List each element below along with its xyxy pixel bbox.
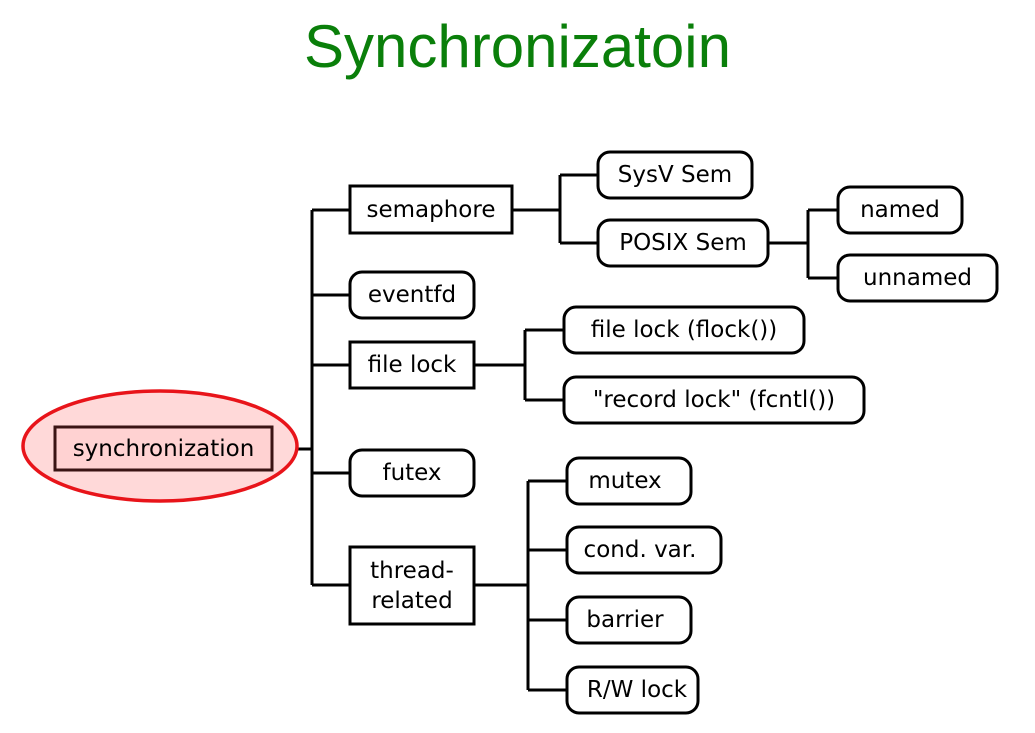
node-flock-group: file lock (flock()): [562, 305, 806, 355]
node-flock-box: [562, 305, 806, 355]
node-posix-sem-box: [596, 218, 770, 268]
node-sysv-sem-group: SysV Sem: [596, 150, 754, 200]
node-cond-var: cond. var.: [584, 537, 697, 563]
node-rw-lock-group: R/W lock: [565, 665, 700, 715]
node-barrier-group: barrier: [565, 595, 693, 645]
node-thread-related-line1: thread-: [370, 558, 454, 584]
node-named: named: [860, 197, 940, 223]
node-rw-lock: R/W lock: [587, 677, 688, 703]
root-node: synchronization: [21, 389, 299, 503]
node-synchronization: synchronization: [73, 436, 255, 462]
node-mutex-group: mutex: [565, 456, 693, 506]
node-eventfd-group: eventfd: [348, 270, 476, 320]
node-semaphore: semaphore: [367, 197, 496, 223]
node-mutex-box: [565, 456, 693, 506]
node-sysv-sem: SysV Sem: [618, 162, 732, 188]
node-posix-sem-group: POSIX Sem: [596, 218, 770, 268]
node-sysv-sem-box: [596, 150, 754, 200]
node-thread-related-group: thread- related: [348, 545, 476, 626]
node-unnamed-box: [836, 253, 999, 303]
node-barrier-box: [565, 595, 693, 645]
node-eventfd-box: [348, 270, 476, 320]
root-box: [53, 425, 274, 472]
node-named-box: [836, 185, 964, 235]
node-posix-sem: POSIX Sem: [619, 230, 747, 256]
node-file-lock-box: [348, 340, 476, 390]
node-barrier: barrier: [586, 607, 664, 633]
node-futex-box: [348, 448, 476, 498]
node-file-lock-group: file lock: [348, 340, 476, 390]
node-flock: file lock (flock()): [591, 317, 778, 343]
node-semaphore-box: [348, 184, 514, 235]
node-futex: futex: [382, 460, 441, 486]
node-record-lock: "record lock" (fcntl()): [593, 387, 835, 413]
node-cond-var-group: cond. var.: [565, 525, 723, 575]
diagram-title: Synchronizatoin: [304, 13, 731, 80]
node-futex-group: futex: [348, 448, 476, 498]
node-mutex: mutex: [588, 468, 661, 494]
node-semaphore-group: semaphore: [348, 184, 514, 235]
node-cond-var-box: [565, 525, 723, 575]
node-record-lock-group: "record lock" (fcntl()): [562, 375, 866, 425]
connector-lines: [272, 173, 838, 692]
node-thread-related-line2: related: [371, 588, 452, 614]
node-eventfd: eventfd: [368, 282, 456, 308]
node-unnamed: unnamed: [863, 265, 972, 291]
node-record-lock-box: [562, 375, 866, 425]
node-named-group: named: [836, 185, 964, 235]
node-thread-related-box: [348, 545, 476, 626]
node-rw-lock-box: [565, 665, 700, 715]
node-file-lock: file lock: [368, 352, 457, 378]
node-unnamed-group: unnamed: [836, 253, 999, 303]
